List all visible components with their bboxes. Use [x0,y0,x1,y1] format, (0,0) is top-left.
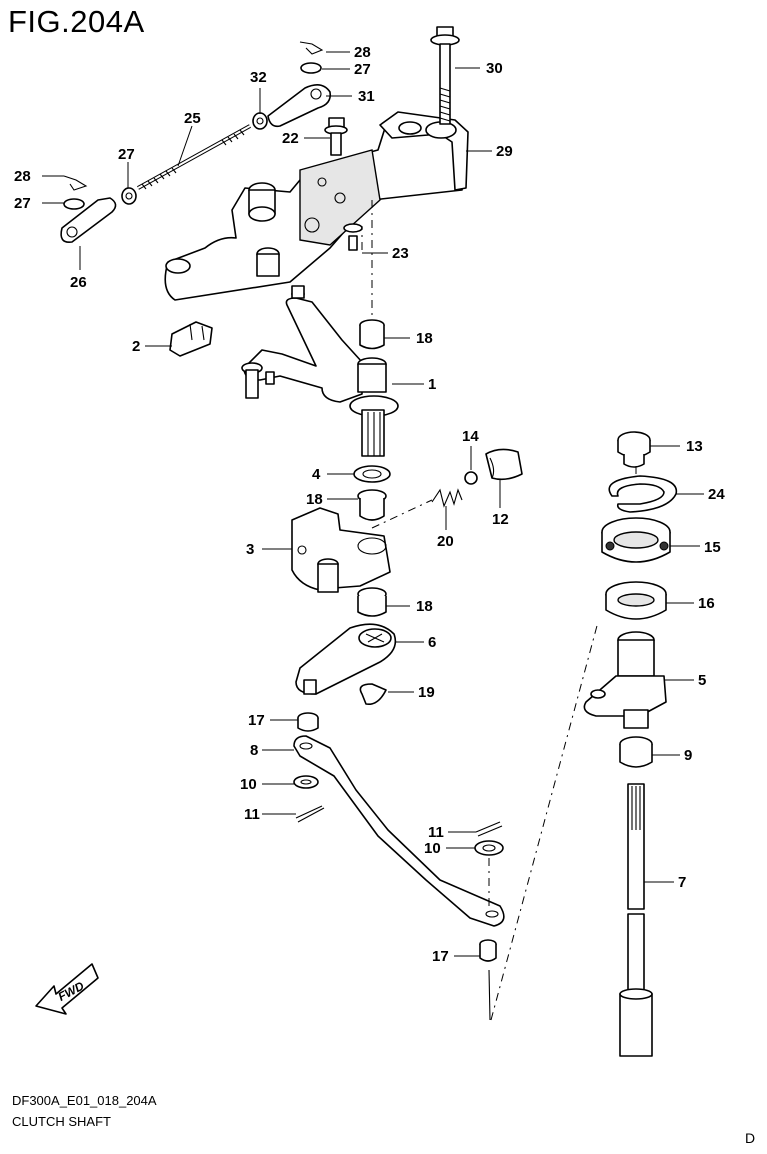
callout-4: 4 [312,466,321,483]
part-14-ball [464,471,478,485]
callout-18-c: 18 [416,598,433,615]
part-17-bushing-upper [297,712,319,732]
callout-7: 7 [678,874,686,891]
callout-leaders [42,51,704,957]
part-20-spring [431,488,463,508]
callout-32: 32 [250,69,267,86]
part-6-lever [295,623,397,695]
part-17-bushing-lower [479,939,497,962]
part-22-screw [343,223,363,251]
part-10-washer-right [474,840,504,856]
callout-14: 14 [462,428,479,445]
callout-19: 19 [418,684,435,701]
figure-name: CLUTCH SHAFT [12,1114,111,1129]
callout-9: 9 [684,747,692,764]
part-3-cam-housing [291,507,391,593]
part-7-clutch-shaft [619,783,653,1057]
callout-20: 20 [437,533,454,550]
callout-6: 6 [428,634,436,651]
part-27-washer-left [63,198,85,210]
fwd-arrow: FWD [35,963,99,1015]
part-11-pin-left [295,805,325,823]
part-28-clip-left [63,175,88,191]
part-27-washer [300,62,322,74]
part-30-bolt [430,26,460,125]
callout-28-top: 28 [354,44,371,61]
callout-22: 23 [392,245,409,262]
callout-17-b: 17 [432,948,449,965]
part-28-clip [299,41,324,55]
callout-28-left: 28 [14,168,31,185]
callout-30: 30 [486,60,503,77]
callout-18-b: 18 [306,491,323,508]
part-11-pin-right [475,821,503,837]
callout-18-a: 18 [416,330,433,347]
callout-labels: 28 27 31 32 25 27 28 27 26 22 30 29 23 2… [14,44,725,965]
part-13-plug [617,431,651,468]
part-1-clutch-lever [241,285,399,457]
callout-1: 1 [428,376,436,393]
callout-12: 12 [492,511,509,528]
callout-31: 31 [358,88,375,105]
part-4-washer [353,465,391,483]
callout-13: 13 [686,438,703,455]
part-15-bearing [601,517,671,563]
part-18-bushing-top [359,319,385,350]
callout-29: 29 [496,143,513,160]
callout-8: 8 [250,742,258,759]
part-16-seal [605,581,667,620]
callout-24: 25 [184,110,201,127]
part-18-bushing-low [357,587,387,617]
callout-15: 15 [704,539,721,556]
callout-27-top: 27 [354,61,371,78]
part-29-bracket [164,111,469,301]
part-25-rod-end [60,197,117,244]
callout-11-b: 11 [428,824,444,841]
callout-5: 5 [698,672,706,689]
part-19-circlip [359,683,387,706]
callout-16: 16 [698,595,715,612]
centerline-17 [488,969,491,1021]
callout-11-a: 11 [244,806,260,823]
part-18-bushing-mid [357,489,387,521]
part-31-rod-end [267,84,332,128]
callout-10-b: 10 [424,840,441,857]
callout-17-a: 17 [248,712,265,729]
centerline-long [490,621,599,1021]
part-23-snap-ring [608,475,678,513]
part-21-bolt [324,117,348,156]
callout-21: 22 [282,130,299,147]
part-8-link [293,735,505,927]
part-2-clip [169,321,213,357]
figure-title: FIG.204A [8,4,145,39]
callout-10-a: 10 [240,776,257,793]
model-code: DF300A_E01_018_204A [12,1093,157,1108]
callout-3: 3 [246,541,254,558]
callout-23: 24 [708,486,725,503]
part-9-collar [619,736,653,768]
part-26-nut [121,187,137,205]
part-12-sleeve [485,448,523,481]
part-10-washer-left [293,775,319,789]
part-5-shaft-housing [583,631,667,729]
part-24-threaded-rod [137,124,251,190]
callout-25: 26 [70,274,87,291]
centerline-spring [371,499,433,529]
callout-26: 27 [118,146,135,163]
callout-27-left: 27 [14,195,31,212]
page-letter: D [745,1130,756,1146]
part-32-nut [252,112,268,130]
callout-2: 2 [132,338,140,355]
